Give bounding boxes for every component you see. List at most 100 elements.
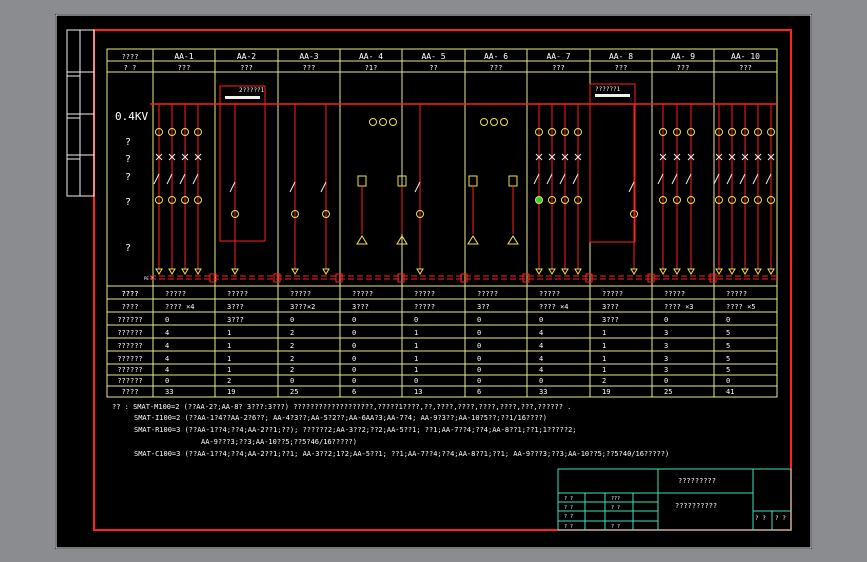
schedule-cell: 19	[602, 388, 610, 396]
schedule-cell: 2	[290, 366, 294, 374]
schedule-cell: 4	[539, 329, 543, 337]
schedule-cell: 0	[165, 316, 169, 324]
header-row2-label: ? ?	[124, 64, 137, 72]
row-label-1: ?	[125, 137, 131, 148]
schedule-cell: 0	[477, 329, 481, 337]
outer-frame	[55, 14, 812, 549]
title-block	[557, 468, 792, 531]
panel-id-6: AA- 6	[484, 52, 508, 61]
schedule-cell: 4	[165, 355, 169, 363]
schedule-label-0: ????	[122, 290, 139, 298]
schedule-cell: 0	[477, 355, 481, 363]
schedule-cell: 0	[477, 316, 481, 324]
panel-id-5: AA- 5	[421, 52, 445, 61]
schedule-label-6: ??????	[117, 355, 142, 363]
schedule-cell: 0	[726, 316, 730, 324]
drawing-code: ??????????	[675, 502, 717, 510]
panel-type-2: ???	[240, 64, 253, 72]
schedule-cell: 19	[227, 388, 235, 396]
schedule-cell: 4	[165, 342, 169, 350]
schedule-cell: ?????	[227, 290, 248, 298]
bus-tag: PE N	[144, 276, 154, 281]
schedule-cell: 0	[477, 366, 481, 374]
schedule-cell: ???? ×4	[539, 303, 569, 311]
schedule-cell: ?????	[165, 290, 186, 298]
schedule-label-7: ??????	[117, 366, 142, 374]
schedule-cell: 1	[602, 329, 606, 337]
panel-id-4: AA- 4	[359, 52, 383, 61]
note-line-5: SMAT-C100=3 (??AA-1??4;??4;AA-2??1;??1; …	[134, 450, 669, 458]
schedule-cell: 3???×2	[290, 303, 315, 311]
schedule-label-5: ??????	[117, 342, 142, 350]
schedule-cell: 5	[726, 366, 730, 374]
schedule-cell: 13	[414, 388, 422, 396]
row-label-5: ?	[125, 243, 131, 254]
schedule-cell: ?????	[352, 290, 373, 298]
panel-type-1: ???	[178, 64, 191, 72]
schedule-cell: 25	[664, 388, 672, 396]
schedule-cell: ?????	[477, 290, 498, 298]
schedule-cell: 3	[664, 366, 668, 374]
schedule-cell: 0	[664, 377, 668, 385]
panel-type-7: ???	[552, 64, 565, 72]
schedule-cell: 2	[290, 355, 294, 363]
schedule-cell: 0	[414, 377, 418, 385]
schedule-cell: 1	[414, 342, 418, 350]
schedule-cell: 0	[352, 342, 356, 350]
schedule-label-8: ??????	[117, 377, 142, 385]
panel-type-10: ???	[739, 64, 752, 72]
note-line-4: AA-9???3;??3;AA-10??5;??5?46/16?????)	[201, 438, 357, 446]
schedule-cell: ???? ×5	[726, 303, 756, 311]
schedule-cell: 3	[664, 329, 668, 337]
tb-row-3-a: ? ?	[564, 514, 573, 520]
schedule-cell: 41	[726, 388, 734, 396]
schedule-label-2: ????	[122, 303, 139, 311]
sheet-total: ? ?	[775, 515, 786, 522]
schedule-cell: 25	[290, 388, 298, 396]
schedule-cell: 3???	[227, 316, 244, 324]
schedule-cell: ?????	[726, 290, 747, 298]
schedule-cell: 4	[539, 366, 543, 374]
row-label-3: ?	[125, 172, 131, 183]
row-label-4: ?	[125, 197, 131, 208]
schedule-cell: ?????	[539, 290, 560, 298]
notes: ?? : SMAT-M100=2 (??AA-2?;AA-8? 3???:3??…	[112, 403, 669, 458]
schedule-cell: 1	[602, 366, 606, 374]
schedule-cell: 2	[290, 342, 294, 350]
schedule-cell: 1	[227, 355, 231, 363]
schedule-cell: 1	[602, 355, 606, 363]
panel-type-3: ???	[303, 64, 316, 72]
tb-row-1-b: ???	[611, 496, 620, 502]
tb-row-4-a: ? ?	[564, 524, 573, 530]
schedule-cell: 0	[290, 316, 294, 324]
note-line-2: SMAT-I100=2 (??AA-1?4??AA-2?6??; AA-4?3?…	[134, 414, 547, 422]
schedule-cell: ?????	[414, 290, 435, 298]
schedule-cell: 0	[352, 329, 356, 337]
schedule-cell: 3	[664, 355, 668, 363]
panel-id-3: AA-3	[299, 52, 318, 61]
schedule-label-3: ??????	[117, 316, 142, 324]
schedule-cell: 0	[165, 377, 169, 385]
schedule-cell: ?????	[290, 290, 311, 298]
schedule-cell: 1	[227, 329, 231, 337]
schedule-cell: 3???	[602, 316, 619, 324]
schedule-cell: 0	[352, 355, 356, 363]
schedule-cell: ?????	[664, 290, 685, 298]
header-row1-label: ????	[122, 53, 139, 61]
schedule-cell: 0	[352, 316, 356, 324]
panel-id-8: AA- 8	[609, 52, 633, 61]
schedule-cell: 0	[352, 377, 356, 385]
schedule-cell: 33	[165, 388, 173, 396]
schedule-label-1: ????	[122, 290, 139, 298]
note-line-3: SMAT-R100=3 (??AA-1??4;??4;AA-2??1;??); …	[134, 426, 577, 434]
panel-id-2: AA-2	[237, 52, 256, 61]
electrical-schematic: ????? ?AA-1???AA-2???AA-3???AA- 4?1?AA- …	[55, 14, 812, 549]
circuit-lines	[153, 83, 775, 283]
red-border	[93, 29, 792, 531]
schedule-cell: 0	[477, 342, 481, 350]
panel-id-1: AA-1	[174, 52, 193, 61]
panel-type-5: ??	[429, 64, 437, 72]
schedule-cell: 0	[539, 377, 543, 385]
drawing-name: ?????????	[678, 477, 716, 485]
panel-id-10: AA- 10	[731, 52, 760, 61]
